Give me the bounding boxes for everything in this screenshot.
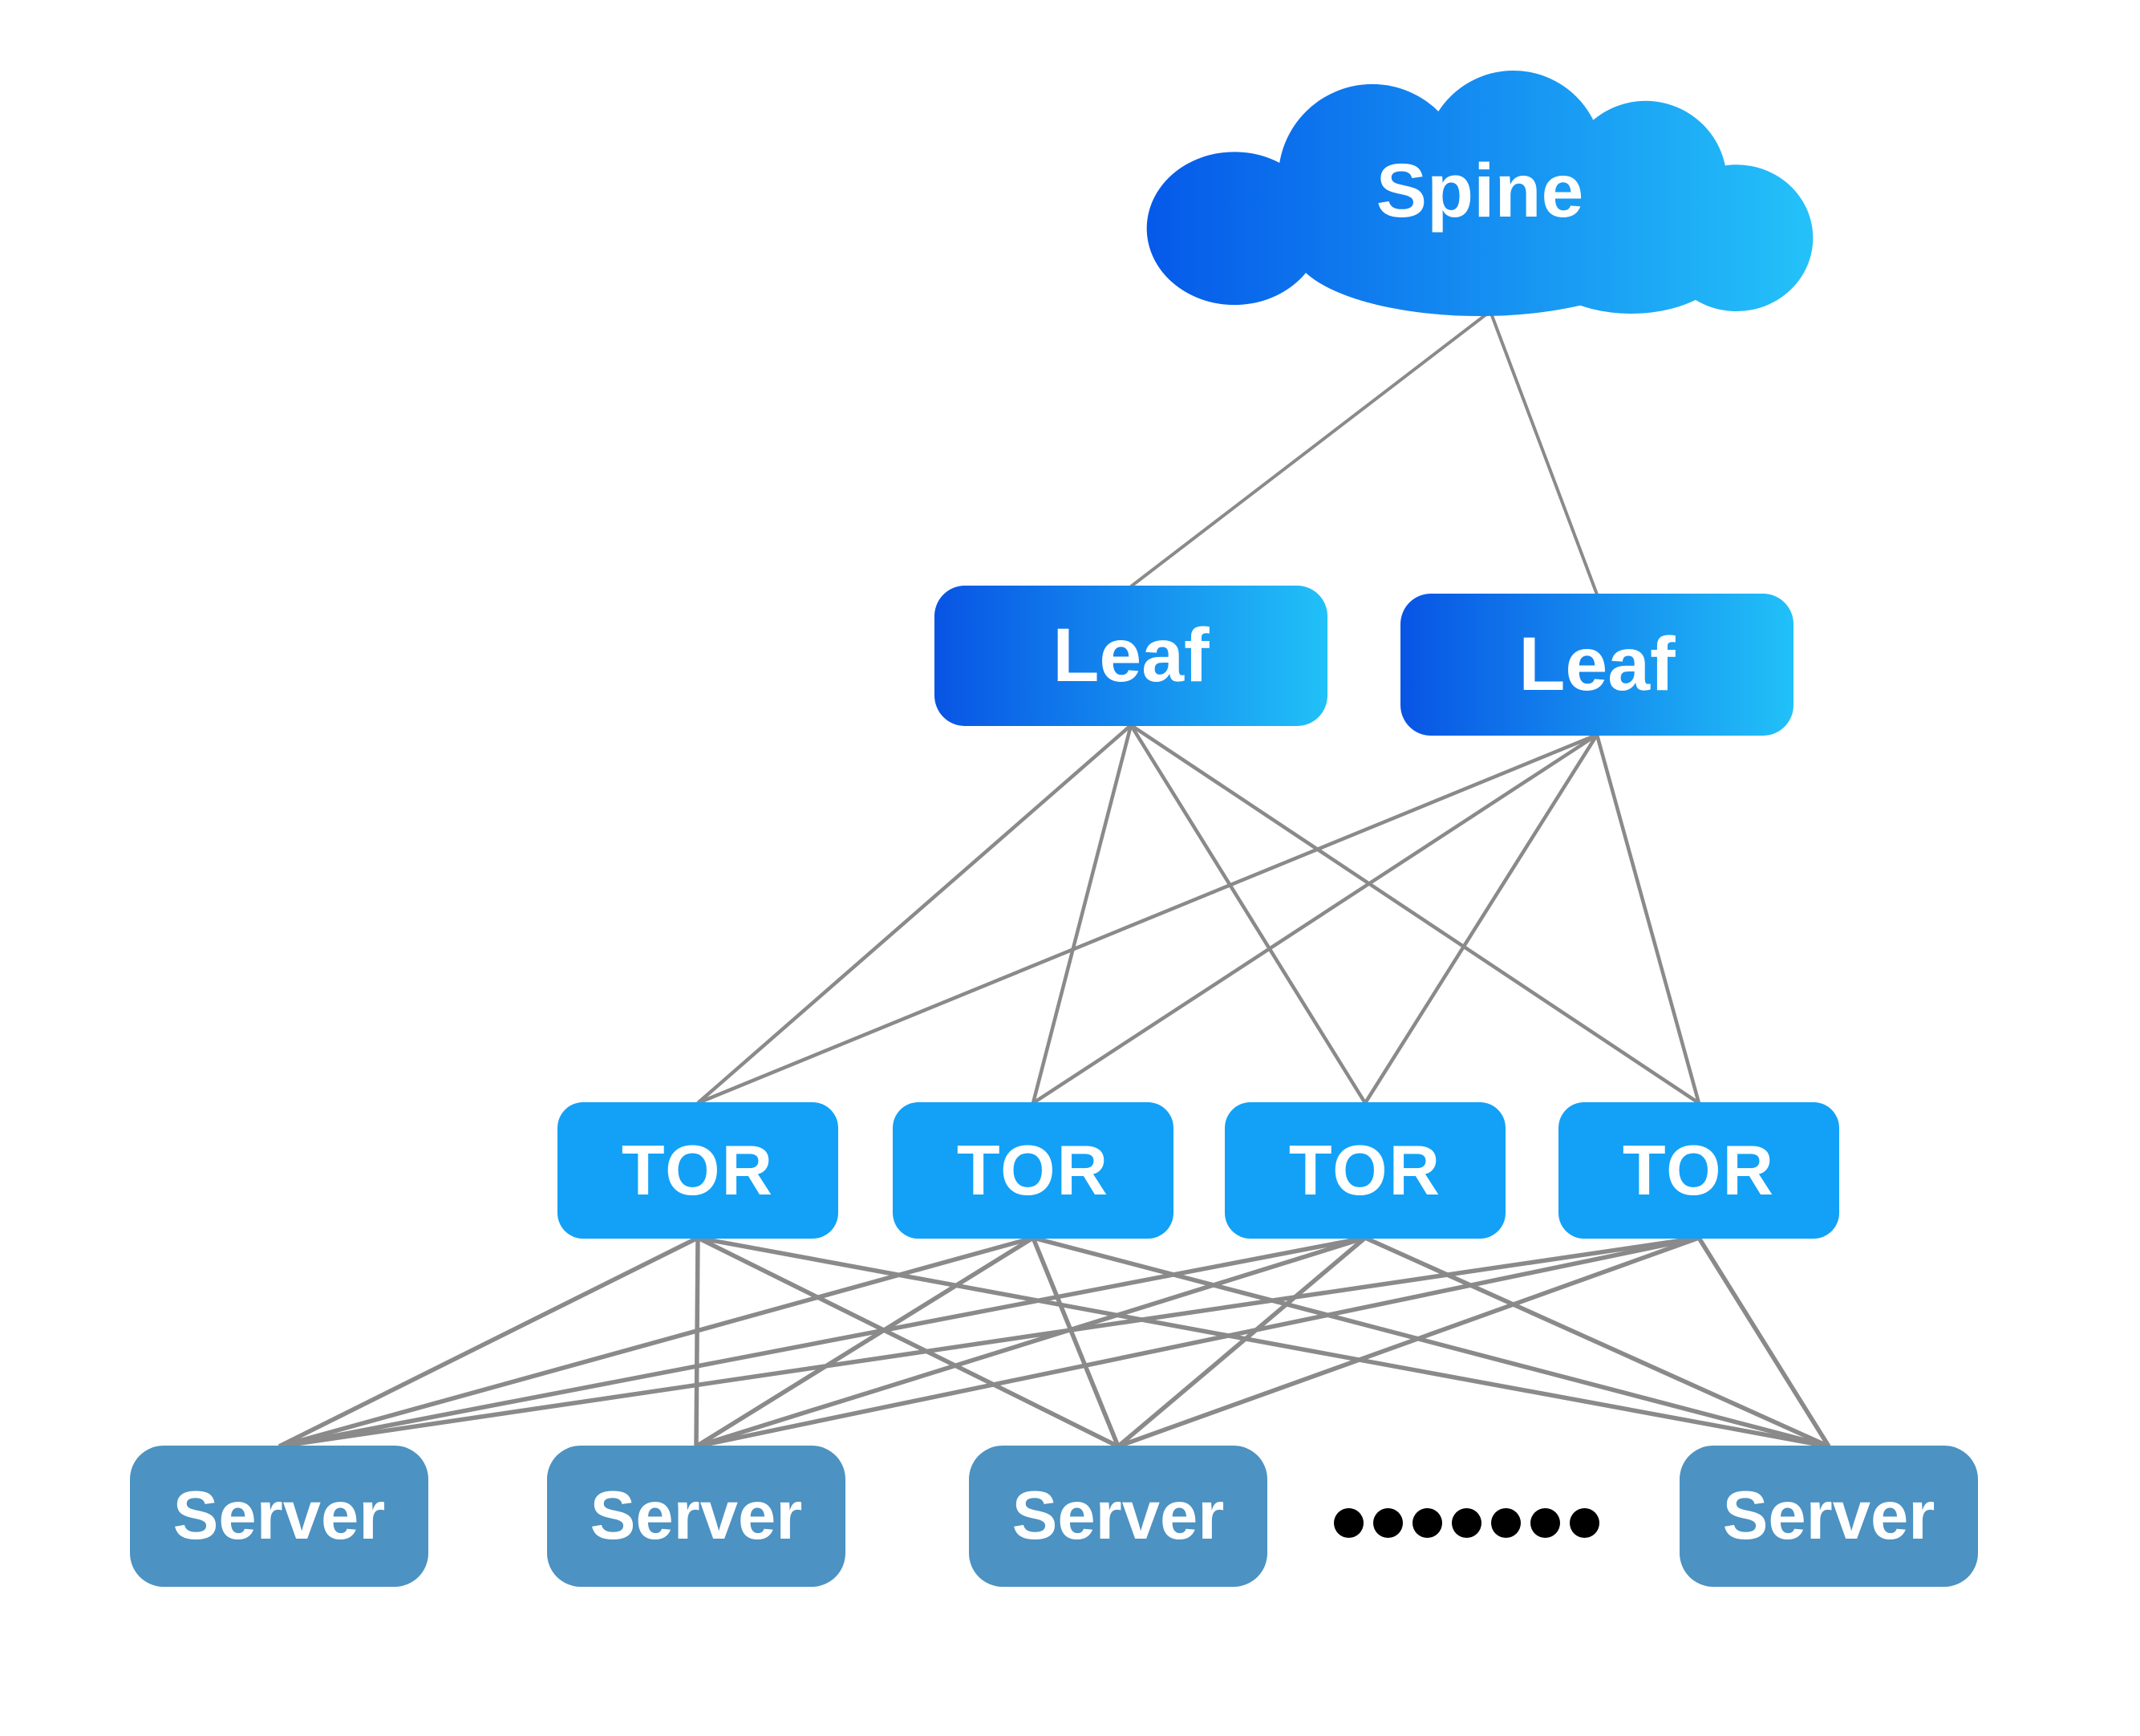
ellipsis-dot	[1334, 1508, 1364, 1538]
leaf-node-1: Leaf	[934, 586, 1327, 726]
tor-label: TOR	[621, 1130, 775, 1210]
server-node-4: Server	[1680, 1446, 1978, 1587]
edge-tor3-server2	[695, 1235, 1366, 1449]
edge-tor2-server3	[1031, 1236, 1121, 1448]
ellipsis-dot	[1491, 1508, 1521, 1538]
server-label: Server	[590, 1478, 803, 1554]
tor-label: TOR	[1288, 1130, 1442, 1210]
edge-tor4-server4	[1696, 1236, 1831, 1448]
tor-node-2: TOR	[893, 1102, 1173, 1239]
leaf-node-2: Leaf	[1400, 594, 1793, 736]
edge-tor4-server1	[278, 1235, 1700, 1449]
server-node-1: Server	[130, 1446, 428, 1587]
edge-leaf2-tor2	[1031, 733, 1599, 1105]
edge-tor1-server3	[696, 1235, 1120, 1449]
edge-tor4-server3	[1117, 1235, 1700, 1449]
cloud-icon	[1146, 71, 1814, 317]
spine-label: Spine	[1376, 148, 1584, 233]
ellipsis-dot	[1530, 1508, 1560, 1538]
server-node-2: Server	[547, 1446, 845, 1587]
leaf-label: Leaf	[1518, 622, 1676, 707]
edge-tor3-server4	[1364, 1235, 1830, 1449]
ellipsis-dot	[1452, 1508, 1481, 1538]
ellipsis-dot	[1412, 1508, 1442, 1538]
leaf-label: Leaf	[1052, 613, 1210, 698]
edge-leaf1-tor2	[1031, 724, 1133, 1104]
tor-node-3: TOR	[1225, 1102, 1506, 1239]
edge-spine-leaf2	[1489, 310, 1599, 595]
edge-leaf2-tor1	[697, 732, 1598, 1105]
edge-leaf2-tor3	[1364, 733, 1599, 1105]
server-label: Server	[1722, 1478, 1935, 1554]
server-label: Server	[1011, 1478, 1225, 1554]
tor-label: TOR	[956, 1130, 1110, 1210]
edge-tor1-server4	[697, 1235, 1830, 1449]
edge-spine-leaf1	[1129, 310, 1492, 588]
edge-leaf1-tor1	[696, 724, 1133, 1105]
edge-tor2-server1	[278, 1235, 1034, 1449]
server-label: Server	[172, 1478, 386, 1554]
tor-label: TOR	[1622, 1130, 1776, 1210]
edge-tor4-server2	[695, 1235, 1700, 1449]
edge-leaf2-tor4	[1595, 734, 1701, 1104]
edge-tor1-server1	[278, 1235, 699, 1449]
edge-tor3-server3	[1117, 1235, 1367, 1449]
tor-node-4: TOR	[1558, 1102, 1839, 1239]
ellipsis-dot	[1570, 1508, 1599, 1538]
edge-leaf1-tor3	[1129, 724, 1367, 1105]
edge-tor3-server1	[278, 1235, 1366, 1449]
edge-leaf1-tor4	[1129, 724, 1700, 1105]
edge-tor1-server2	[694, 1237, 700, 1447]
ellipsis-dots	[1334, 1508, 1599, 1538]
tor-node-1: TOR	[557, 1102, 838, 1239]
ellipsis-dot	[1373, 1508, 1403, 1538]
spine-cloud-node: Spine	[1145, 71, 1815, 318]
edge-tor2-server2	[695, 1235, 1035, 1449]
edge-tor2-server4	[1032, 1235, 1830, 1449]
server-node-3: Server	[969, 1446, 1267, 1587]
